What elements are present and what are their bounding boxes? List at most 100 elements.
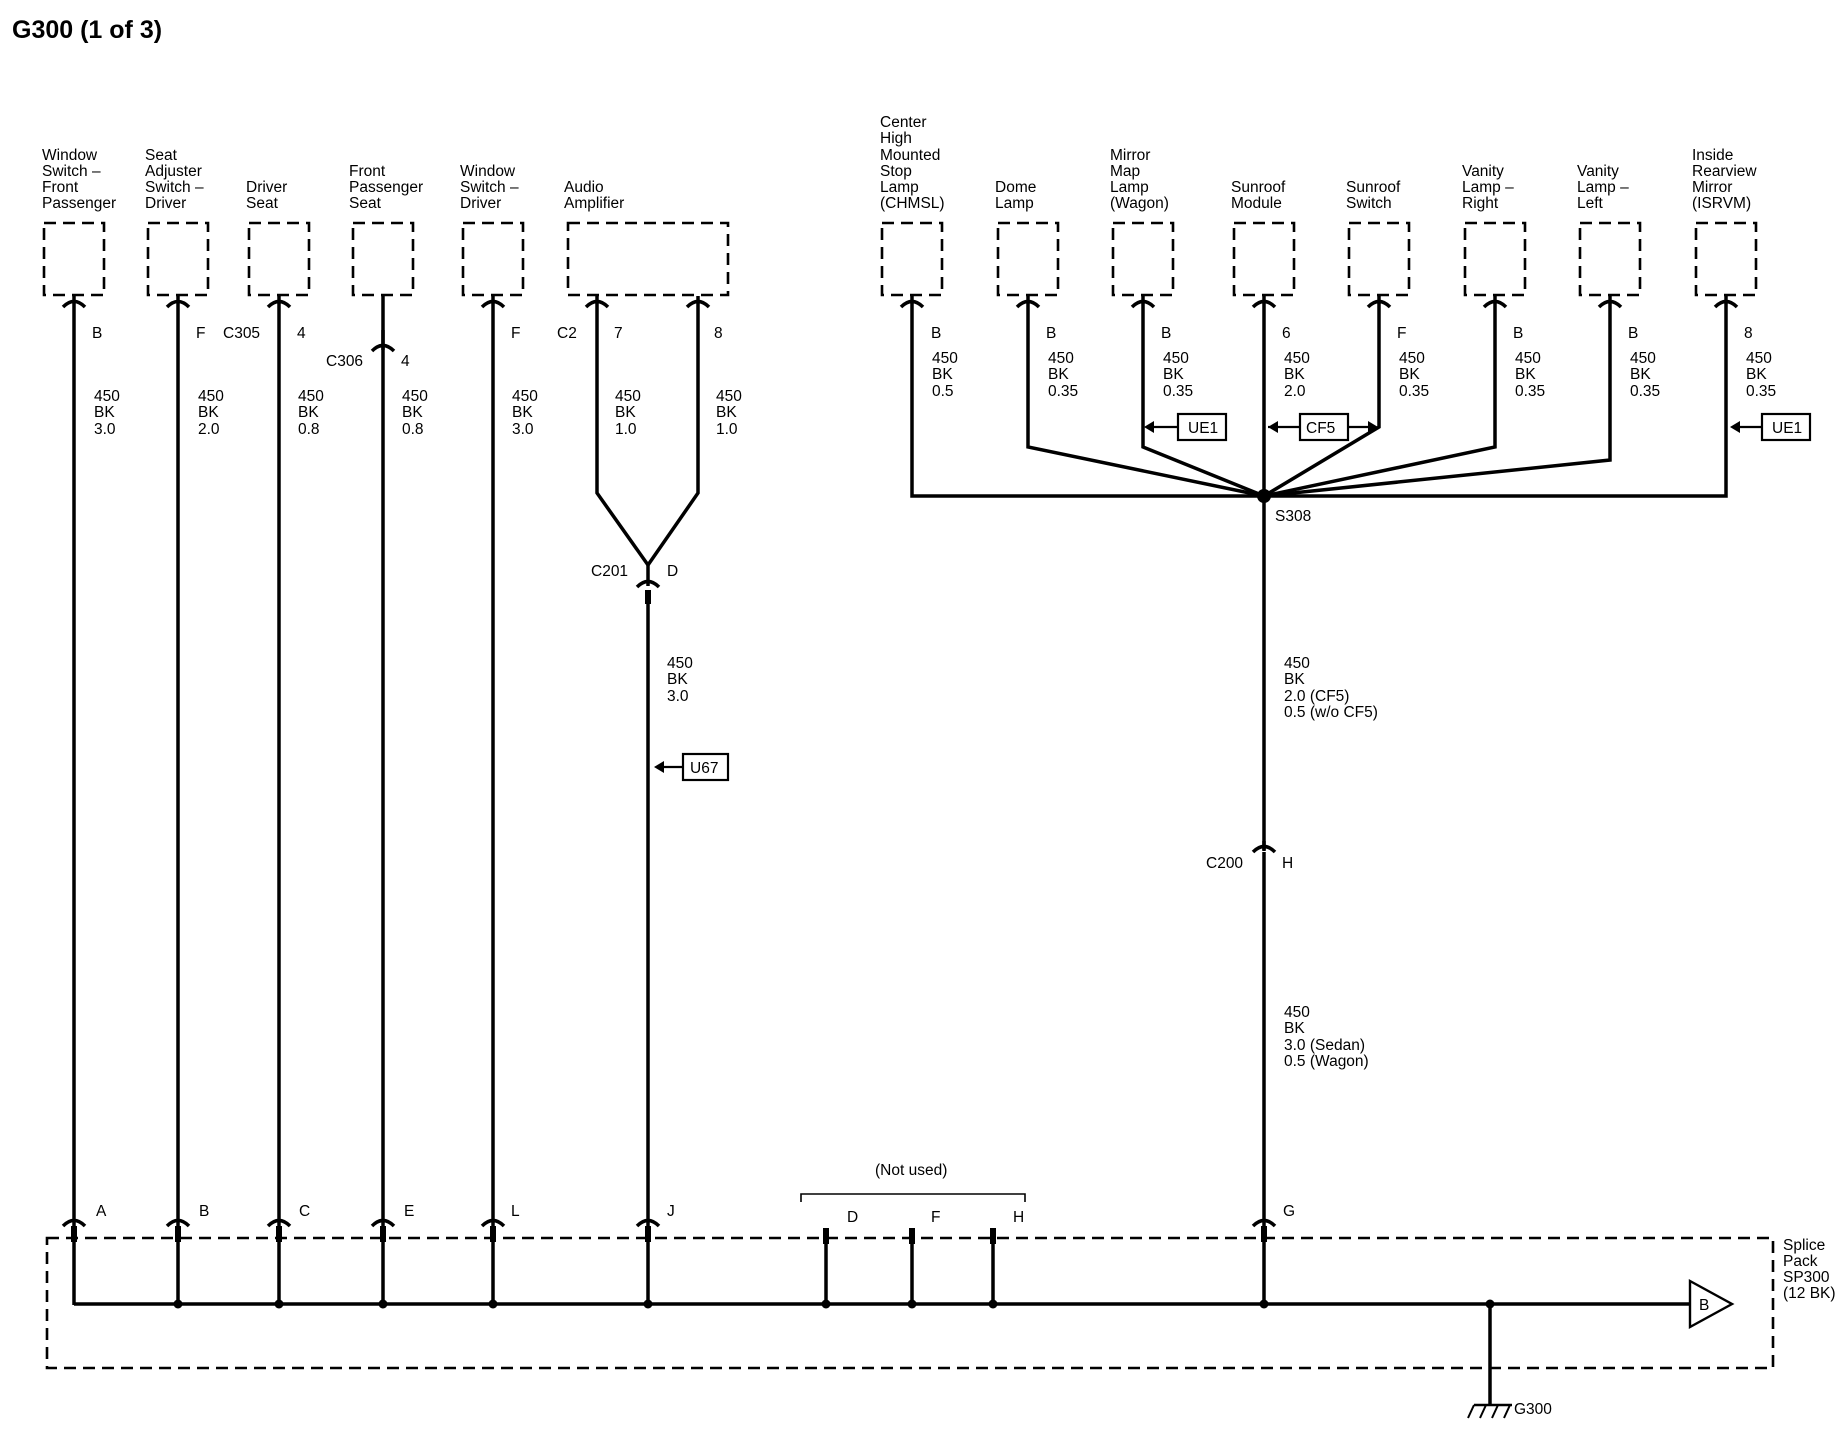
splice-pack-box: [45, 1236, 1775, 1370]
svg-text:Splice: Splice: [1783, 1237, 1825, 1254]
pin-label: 4: [401, 353, 410, 370]
svg-text:BK: BK: [667, 671, 688, 688]
label-window-switch-driver: Window Switch – Driver: [460, 163, 519, 212]
connector-label-c305: C305: [223, 325, 260, 342]
svg-text:BK: BK: [1163, 366, 1184, 383]
label-front-passenger-seat: Front Passenger Seat: [349, 163, 423, 212]
pin-label: C: [299, 1203, 310, 1220]
pin-label: F: [196, 325, 205, 342]
svg-text:2.0: 2.0: [198, 421, 220, 438]
svg-text:Driver: Driver: [460, 195, 501, 212]
pin-label: J: [667, 1203, 675, 1220]
svg-text:BK: BK: [402, 404, 423, 421]
svg-text:0.35: 0.35: [1399, 383, 1429, 400]
svg-text:Adjuster: Adjuster: [145, 163, 202, 180]
component-isrvm: [1694, 221, 1758, 297]
svg-text:450: 450: [1515, 350, 1541, 367]
component-sunroof-module: [1232, 221, 1296, 297]
label-seat-adjuster-switch-driver: Seat Adjuster Switch – Driver: [145, 147, 204, 212]
component-mirror-map-lamp: [1111, 221, 1175, 297]
continuation-label: B: [1699, 1297, 1709, 1314]
pin-label: 6: [1282, 325, 1291, 342]
label-driver-seat: Driver Seat: [246, 179, 287, 212]
label-mirror-map-lamp: Mirror Map Lamp (Wagon): [1110, 147, 1169, 212]
svg-text:UE1: UE1: [1188, 420, 1218, 437]
svg-text:(12 BK): (12 BK): [1783, 1285, 1836, 1302]
svg-text:Seat: Seat: [349, 195, 382, 212]
ground-g300: G300: [1467, 1304, 1552, 1419]
wire-vanity-lamp-left: [1263, 306, 1612, 498]
wire-sunroof-switch: [1263, 306, 1381, 498]
svg-text:Switch –: Switch –: [460, 179, 519, 196]
svg-text:U67: U67: [690, 760, 718, 777]
component-driver-seat: [247, 221, 311, 297]
not-used-bracket: (Not used) D F H: [800, 1162, 1026, 1226]
svg-text:BK: BK: [716, 404, 737, 421]
pin-label: 8: [714, 325, 723, 342]
pin-label: B: [1513, 325, 1523, 342]
svg-text:Pack: Pack: [1783, 1253, 1818, 1270]
svg-text:3.0: 3.0: [512, 421, 534, 438]
pin-label: B: [1161, 325, 1171, 342]
pin-label: F: [1397, 325, 1406, 342]
right-pin-labels: B B B 6 F B B 8 S308 C200 H: [931, 325, 1753, 872]
svg-text:Right: Right: [1462, 195, 1499, 212]
component-sunroof-switch: [1347, 221, 1411, 297]
splice-pack-pin-labels: A B C E L J G: [96, 1203, 1295, 1220]
svg-text:0.5 (Wagon): 0.5 (Wagon): [1284, 1053, 1369, 1070]
svg-text:Lamp –: Lamp –: [1462, 179, 1514, 196]
svg-text:3.0: 3.0: [94, 421, 116, 438]
component-window-switch-driver: [461, 221, 525, 297]
svg-text:0.35: 0.35: [1048, 383, 1078, 400]
svg-text:(ISRVM): (ISRVM): [1692, 195, 1751, 212]
splice-pack-connectors: [61, 1218, 1277, 1305]
pin-label: B: [931, 325, 941, 342]
component-seat-adjuster-switch-driver: [146, 221, 210, 297]
svg-text:1.0: 1.0: [716, 421, 738, 438]
label-vanity-lamp-right: Vanity Lamp – Right: [1462, 163, 1514, 212]
svg-text:BK: BK: [512, 404, 533, 421]
svg-text:Mirror: Mirror: [1692, 179, 1732, 196]
pin-label: D: [667, 563, 678, 580]
svg-text:(CHMSL): (CHMSL): [880, 195, 945, 212]
pin-label: F: [511, 325, 520, 342]
svg-text:BK: BK: [1284, 1020, 1305, 1037]
pin-label: 8: [1744, 325, 1753, 342]
svg-text:Amplifier: Amplifier: [564, 195, 624, 212]
svg-text:Sunroof: Sunroof: [1346, 179, 1401, 196]
svg-text:450: 450: [512, 388, 538, 405]
label-window-switch-front-passenger: Window Switch – Front Passenger: [42, 147, 116, 212]
pin-label: E: [404, 1203, 414, 1220]
svg-text:450: 450: [1284, 655, 1310, 672]
svg-text:450: 450: [198, 388, 224, 405]
svg-text:BK: BK: [1399, 366, 1420, 383]
component-chmsl: [880, 221, 944, 297]
svg-text:450: 450: [1048, 350, 1074, 367]
component-boxes: [42, 221, 1758, 297]
svg-text:Window: Window: [460, 163, 516, 180]
svg-text:Passenger: Passenger: [42, 195, 116, 212]
svg-text:450: 450: [932, 350, 958, 367]
svg-text:0.8: 0.8: [402, 421, 424, 438]
svg-text:Driver: Driver: [145, 195, 186, 212]
label-dome-lamp: Dome Lamp: [995, 179, 1036, 212]
splice-label-s308: S308: [1275, 508, 1311, 525]
svg-text:Vanity: Vanity: [1462, 163, 1504, 180]
svg-text:BK: BK: [94, 404, 115, 421]
svg-text:Module: Module: [1231, 195, 1282, 212]
svg-text:450: 450: [1284, 350, 1310, 367]
connector-label-c2: C2: [557, 325, 577, 342]
wire-vanity-lamp-right: [1263, 306, 1497, 498]
svg-text:Switch: Switch: [1346, 195, 1392, 212]
component-audio-amplifier: [566, 221, 730, 297]
left-wire-info: 450 BK 3.0 450 BK 2.0 450 BK 0.8 450 BK …: [94, 388, 742, 705]
component-vanity-lamp-right: [1463, 221, 1527, 297]
svg-text:0.35: 0.35: [1163, 383, 1193, 400]
svg-text:Vanity: Vanity: [1577, 163, 1619, 180]
option-tag-ue1-mirror-map-lamp: UE1: [1144, 412, 1228, 442]
svg-text:BK: BK: [1515, 366, 1536, 383]
svg-text:Left: Left: [1577, 195, 1604, 212]
svg-text:Dome: Dome: [995, 179, 1036, 196]
connector-label-c306: C306: [326, 353, 363, 370]
svg-text:450: 450: [716, 388, 742, 405]
